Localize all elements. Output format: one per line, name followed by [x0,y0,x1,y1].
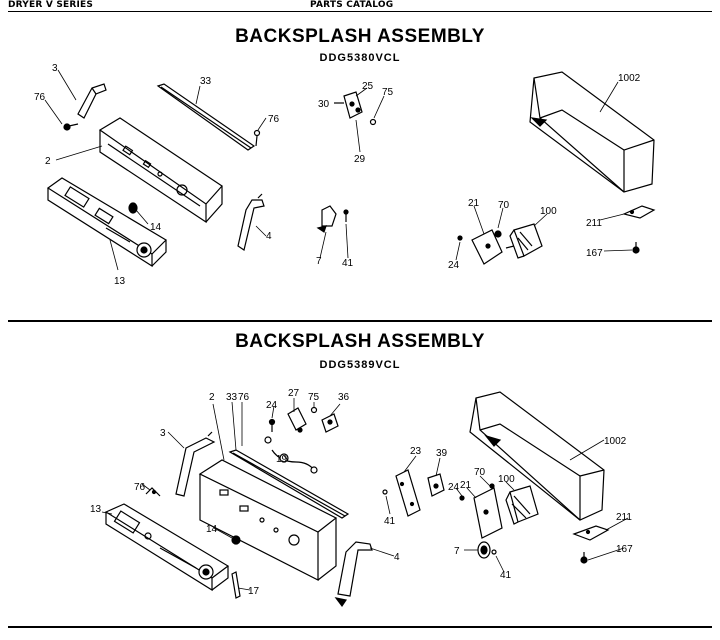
screw-167b-part [580,552,588,564]
backsplash-frame-b-part [198,459,338,581]
knob-14b-part [231,535,241,545]
clip-211b-part [572,525,610,541]
callout-41: 41 [342,258,354,269]
callout-4: 4 [266,231,272,242]
callout-70: 70 [498,200,510,211]
callout-211: 211 [586,218,602,229]
section-2-model: DDG5389VCL [319,359,401,371]
timer-100b-part [505,485,539,525]
callout-29: 29 [354,154,366,165]
callout-1002: 1002 [618,73,641,84]
mounting-plate-part [457,229,503,265]
rail-33b-part [228,449,350,519]
callout-75b: 75 [308,392,320,403]
bracket-4b-part [334,541,373,608]
knob-14-part [128,202,138,214]
callout-25: 25 [362,81,374,92]
callout-3: 3 [52,63,58,74]
harness-19-part [264,436,318,474]
callout-14: 14 [150,222,162,233]
top-rule [8,11,712,12]
callout-21: 21 [468,198,480,209]
screw-76b-part [145,487,161,497]
rail-33-part [156,83,256,151]
backsplash-frame-part [98,117,223,224]
callout-21b: 21 [460,480,472,491]
callout-100b: 100 [498,474,515,485]
callout-17: 17 [248,586,260,597]
callout-27: 27 [288,388,300,399]
control-panel-part [46,177,167,268]
bracket-3-part [77,83,107,119]
igniter-7-part [316,205,349,233]
switch-27-part [287,406,339,433]
callout-167b: 167 [616,544,633,555]
callout-39: 39 [436,448,448,459]
callout-2b: 2 [209,392,215,403]
control-panel-b-part [104,503,230,592]
bracket-3b-part [175,431,216,497]
callout-76-rail: 76 [268,114,280,125]
clip-211-part [622,205,656,219]
callout-167: 167 [586,248,603,259]
callout-24: 24 [448,260,460,271]
callout-76: 76 [34,92,46,103]
callout-1002b: 1002 [604,436,627,447]
screw-76-rail-part [253,129,261,147]
section-1-model: DDG5380VCL [319,52,401,64]
timer-100-part [505,223,543,259]
section-1-title: BACKSPLASH ASSEMBLY [235,26,485,47]
callout-19: 19 [276,454,288,465]
catalog-header: PARTS CATALOG [310,0,394,10]
callout-14b: 14 [206,524,218,535]
part-39-part [427,473,445,497]
mounting-plate-b-part [459,483,503,539]
callout-24b: 24 [448,482,460,493]
bracket-4-part [237,193,265,251]
switch-25-part [334,91,377,126]
callout-76b: 76 [134,482,146,493]
series-header: DRYER V SERIES [8,0,94,10]
callout-70b: 70 [474,467,486,478]
callout-13b: 13 [90,504,102,515]
callout-75: 75 [382,87,394,98]
screw-167-part [632,242,640,254]
hood-1002b-part [469,391,605,521]
callout-13: 13 [114,276,126,287]
screw-24a-part [268,418,276,432]
section-2-title: BACKSPLASH ASSEMBLY [235,331,485,352]
callout-41b: 41 [500,570,512,581]
callout-7b: 7 [454,546,460,557]
callout-3b: 3 [160,428,166,439]
callout-23: 23 [410,446,422,457]
callout-76-rail-b: 76 [238,392,250,403]
part-17-part [231,571,241,599]
callout-33: 33 [200,76,212,87]
callout-4b: 4 [394,552,400,563]
callout-24b-top: 24 [266,400,278,411]
callout-211b: 211 [616,512,632,523]
callout-33b: 33 [226,392,238,403]
bottom-rule [8,626,712,628]
callout-2: 2 [45,156,51,167]
section-divider [8,320,712,322]
screw-76-part [63,123,79,131]
callout-100: 100 [540,206,557,217]
igniter-7b-part [477,541,497,559]
callout-36: 36 [338,392,350,403]
hood-1002-part [529,71,655,193]
callout-41b-left: 41 [384,516,396,527]
callout-30: 30 [318,99,330,110]
callout-7: 7 [316,256,322,267]
